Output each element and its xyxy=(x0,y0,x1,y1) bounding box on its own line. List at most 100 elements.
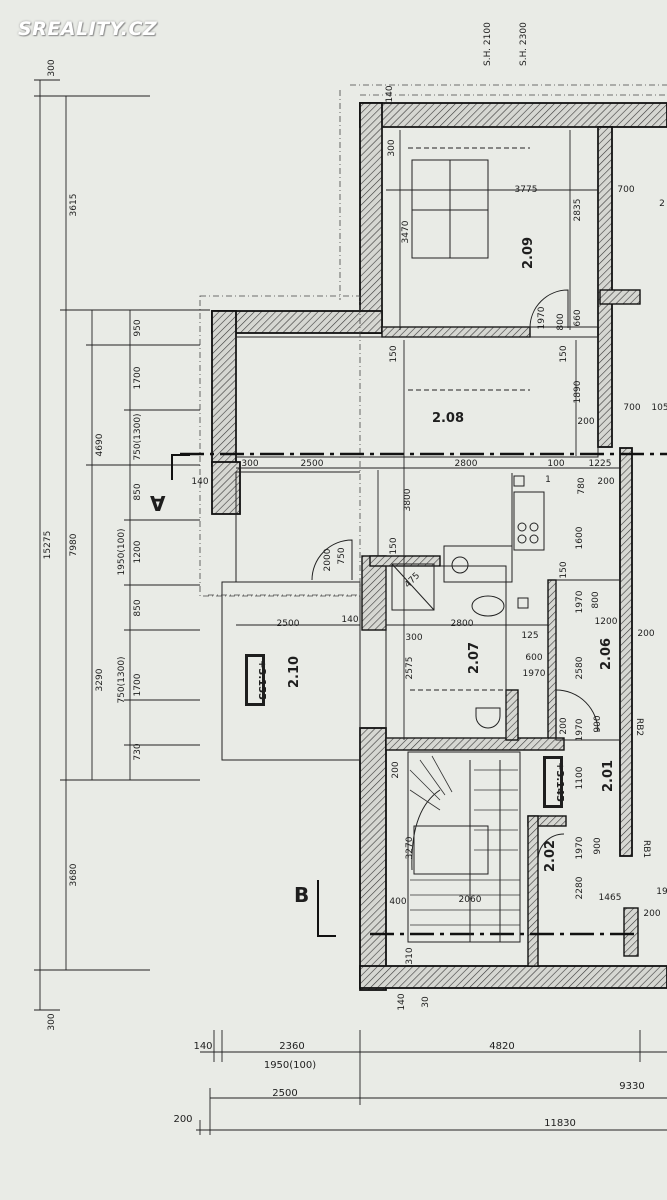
dim-850-a: 850 xyxy=(133,483,143,500)
dim-bottom-4820: 4820 xyxy=(489,1041,514,1052)
dim-outer-300-bottom: 300 xyxy=(47,1013,57,1030)
wall-left-pier xyxy=(211,461,241,515)
sink xyxy=(451,556,469,574)
kitchen-counter xyxy=(513,491,545,551)
dim-i-41: 2580 xyxy=(575,656,585,679)
level-3155: +3.155 xyxy=(256,660,267,700)
landing-box xyxy=(413,825,489,875)
wall-right-upper xyxy=(597,126,613,448)
interior-walls xyxy=(361,289,641,967)
dim-750-a: 750(1300) xyxy=(133,413,143,460)
wall-left-lower xyxy=(359,727,387,991)
dim-i-39: 2575 xyxy=(405,657,415,680)
fixtures xyxy=(311,147,599,943)
dim-i-42: 1970 xyxy=(523,669,546,679)
dim-i-56: 310 xyxy=(405,947,415,964)
dim-outer-15275: 15275 xyxy=(43,531,53,560)
dim-i-11: 1890 xyxy=(573,380,583,403)
room-2-02: 2.02 xyxy=(543,840,558,872)
dim-950: 950 xyxy=(133,319,143,336)
dimension-lines xyxy=(34,79,667,1135)
dim-3615: 3615 xyxy=(69,194,79,217)
dim-i-10: 150 xyxy=(559,345,569,362)
dim-i-50: 1970 xyxy=(575,836,585,859)
room-2-01: 2.01 xyxy=(601,760,616,792)
dim-i-49: 900 xyxy=(593,837,603,854)
dim-i-2: 3775 xyxy=(515,185,538,195)
dim-bottom-2360: 2360 xyxy=(279,1041,304,1052)
dim-i-3: 700 xyxy=(617,185,634,195)
dim-i-44: 1970 xyxy=(575,718,585,741)
door-arc-201 xyxy=(555,689,599,733)
level-markers: +3.155 +3.145 xyxy=(245,654,565,808)
dim-bottom-140: 140 xyxy=(193,1041,212,1052)
dim-i-51: 2280 xyxy=(575,876,585,899)
room-labels: 2.09 2.08 2.10 2.07 2.06 2.01 2.02 xyxy=(287,237,616,872)
interior-dimension-labels: 140 300 3775 700 2835 3470 660 800 1970 … xyxy=(191,85,667,1010)
dim-730: 730 xyxy=(133,743,143,760)
wall-bottom xyxy=(359,965,667,989)
dim-7980: 7980 xyxy=(69,533,79,556)
dim-3290: 3290 xyxy=(95,668,105,691)
dim-i-55: 200 xyxy=(643,909,660,919)
dim-i-8: 1970 xyxy=(537,306,547,329)
dim-1200: 1200 xyxy=(133,540,143,563)
dim-i-45: 200 xyxy=(559,717,569,734)
dim-i-30: 800 xyxy=(591,591,601,608)
wall-left-upper xyxy=(359,102,383,334)
wall-206-left xyxy=(547,579,557,741)
dim-i-59: 2 xyxy=(659,199,665,209)
dim-i-1: 300 xyxy=(387,139,397,156)
dim-i-28: 150 xyxy=(559,561,569,578)
dim-i-22: 200 xyxy=(597,477,614,487)
dim-bottom-9330: 9330 xyxy=(619,1081,644,1092)
dim-bottom-200: 200 xyxy=(173,1114,192,1125)
dim-1950: 1950(100) xyxy=(117,528,127,575)
section-mark-b: B xyxy=(294,883,309,907)
stairs xyxy=(407,751,521,943)
toilet xyxy=(475,707,501,729)
dim-i-19: 1225 xyxy=(589,459,612,469)
dim-i-61: 30 xyxy=(421,996,431,1008)
riser-rb1: RB1 xyxy=(641,840,651,858)
wall-right-lower xyxy=(619,447,633,857)
wall-209-bottom xyxy=(381,326,531,338)
cross-box-1 xyxy=(513,475,525,487)
dim-bottom-2500: 2500 xyxy=(272,1088,297,1099)
dim-i-20: 140 xyxy=(191,477,208,487)
dim-i-17: 2800 xyxy=(455,459,478,469)
dim-750-b: 750(1300) xyxy=(117,656,127,703)
bottom-dimension-labels: 140 2360 4820 1950(100) 9330 2500 200 11… xyxy=(173,1041,644,1129)
watermark-logo: SREALITY.CZ xyxy=(18,18,158,40)
cross-box-2 xyxy=(517,597,529,609)
dim-i-21: 780 xyxy=(577,477,587,494)
section-marks xyxy=(171,454,336,937)
dim-i-52: 400 xyxy=(389,897,406,907)
dim-i-12: 200 xyxy=(577,417,594,427)
left-dimension-labels: 300 15275 300 3615 7980 3680 4690 3290 9… xyxy=(43,59,143,1030)
dim-i-46: 1100 xyxy=(575,766,585,789)
dim-i-33: 140 xyxy=(341,615,358,625)
riser-rb2: RB2 xyxy=(634,718,644,736)
room-2-07: 2.07 xyxy=(467,642,482,674)
washbasin xyxy=(471,595,505,617)
dim-i-35: 1200 xyxy=(595,617,618,627)
dim-i-53: 2060 xyxy=(459,895,482,905)
outer-walls xyxy=(211,102,667,991)
wall-207-bottom xyxy=(385,737,565,751)
wall-202-left xyxy=(527,815,539,967)
dim-850-b: 850 xyxy=(133,599,143,616)
dim-i-36: 200 xyxy=(637,629,654,639)
dim-i-43: 900 xyxy=(593,715,603,732)
dim-i-27: 750 xyxy=(337,547,347,564)
wall-top xyxy=(359,102,667,128)
label-sh-2100: S.H. 2100 xyxy=(483,22,493,66)
dim-i-48: 3270 xyxy=(405,836,415,859)
dim-4690: 4690 xyxy=(95,433,105,456)
dim-i-29: 475 xyxy=(403,571,422,590)
shower xyxy=(391,563,435,611)
dim-i-37: 300 xyxy=(405,633,422,643)
riser-labels: RB2 RB1 xyxy=(634,718,651,858)
dim-bottom-11830: 11830 xyxy=(544,1118,576,1129)
